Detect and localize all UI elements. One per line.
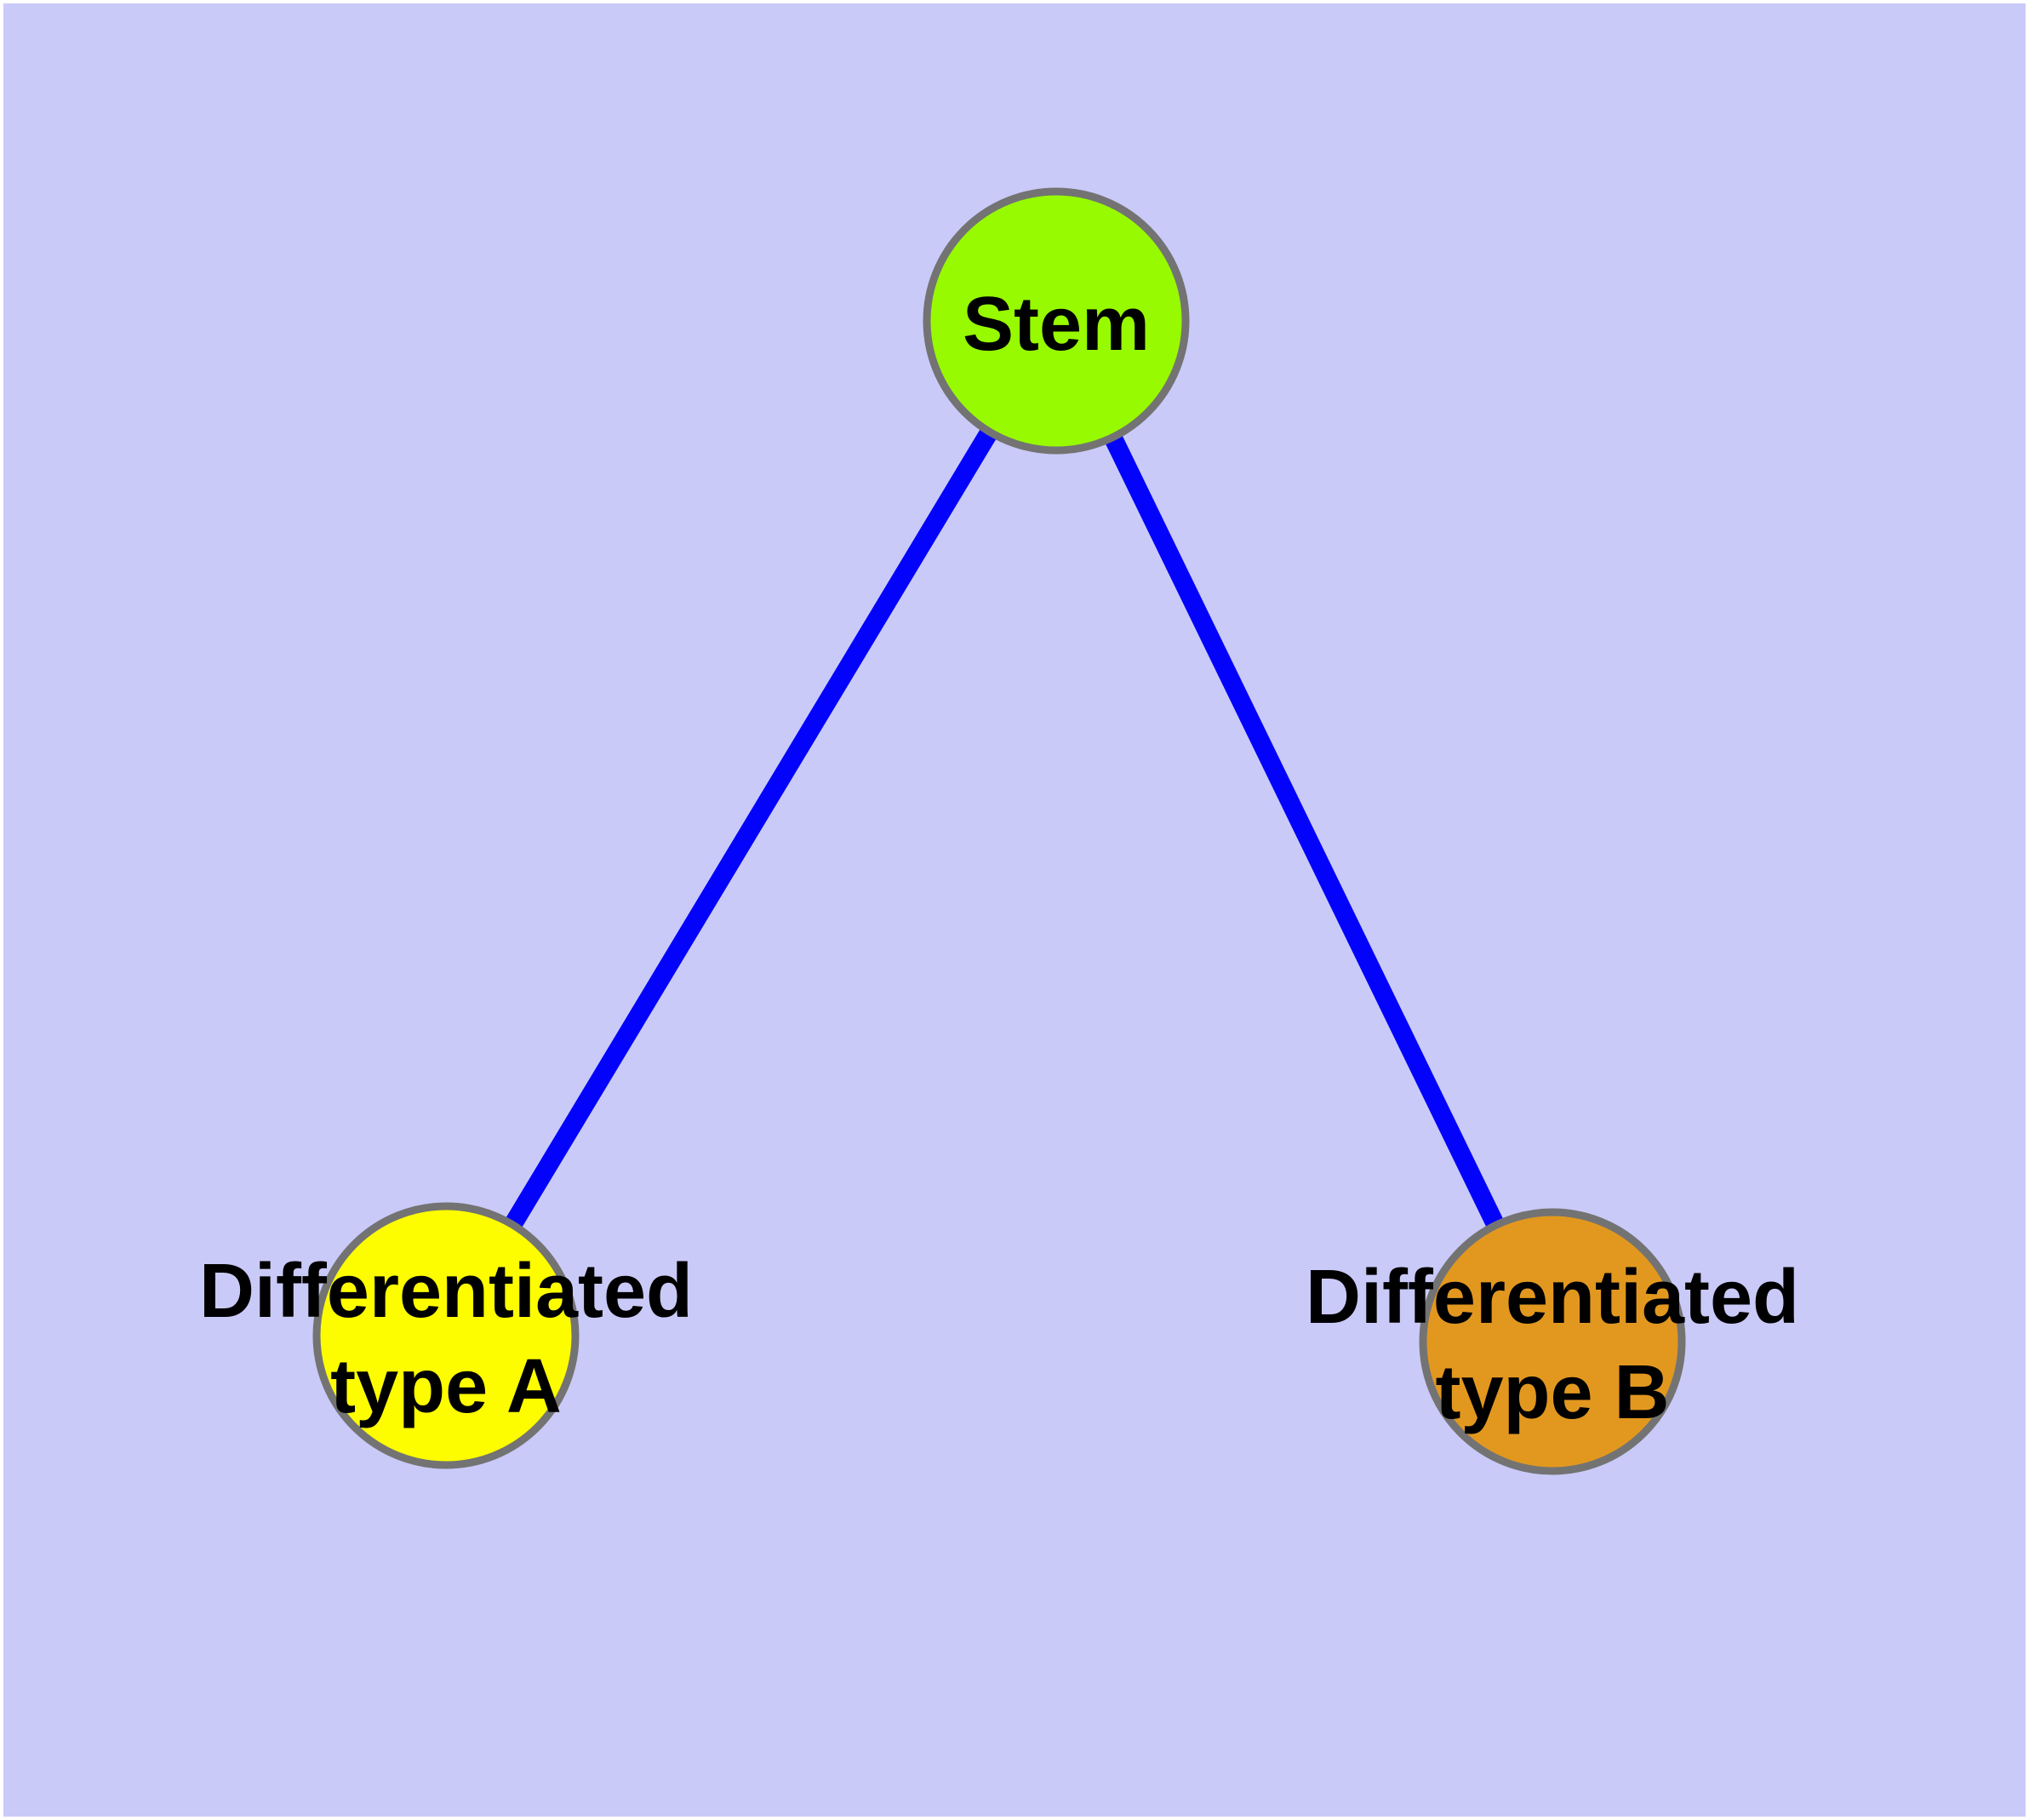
edges-layer xyxy=(437,316,1561,1346)
node-differentiated-type-b xyxy=(1419,1208,1686,1475)
node-label-differentiated-type-a-line-2: type A xyxy=(330,1344,562,1429)
edge-stem-to-differentiated-type-b xyxy=(1048,317,1561,1346)
node-label-differentiated-type-b-line-2: type B xyxy=(1435,1350,1669,1435)
edge-stem-to-differentiated-type-a xyxy=(437,316,1065,1341)
node-label-differentiated-type-b-line-1: Differentiated xyxy=(1306,1255,1799,1340)
node-differentiated-type-a xyxy=(312,1202,580,1469)
node-stem xyxy=(923,187,1190,455)
nodes-layer xyxy=(312,187,1686,1475)
node-label-stem-line-1: Stem xyxy=(963,282,1150,367)
node-label-differentiated-type-a-line-1: Differentiated xyxy=(199,1249,693,1334)
